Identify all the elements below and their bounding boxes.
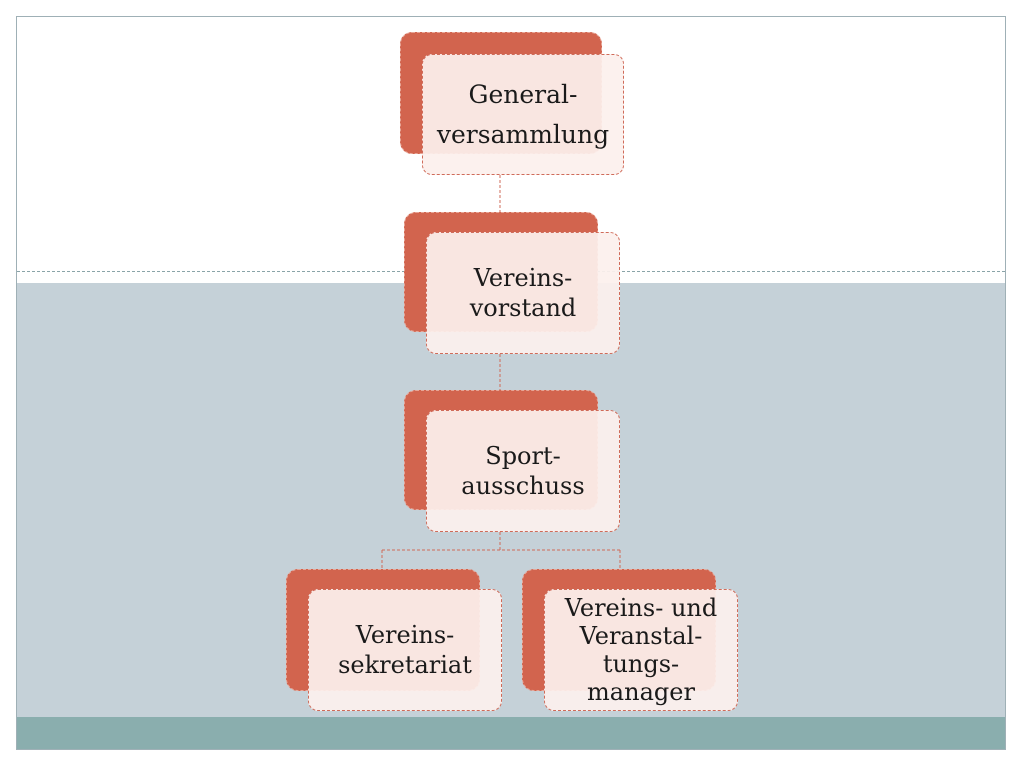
node-label: Vereins- sekretariat [308, 589, 502, 711]
node-label: Sport- ausschuss [426, 410, 620, 532]
footer-band [17, 717, 1005, 749]
node-label: Vereins- und Veranstal- tungs- manager [544, 589, 738, 711]
node-vereinsvorstand: Vereins- vorstand [404, 212, 622, 356]
node-label: Vereins- vorstand [426, 232, 620, 354]
node-vereinssekretariat: Vereins- sekretariat [286, 569, 504, 713]
node-sportausschuss: Sport- ausschuss [404, 390, 622, 534]
node-generalversammlung: General- versammlung [400, 32, 626, 178]
node-veranstaltungsmanager: Vereins- und Veranstal- tungs- manager [522, 569, 740, 713]
node-label: General- versammlung [422, 54, 624, 175]
